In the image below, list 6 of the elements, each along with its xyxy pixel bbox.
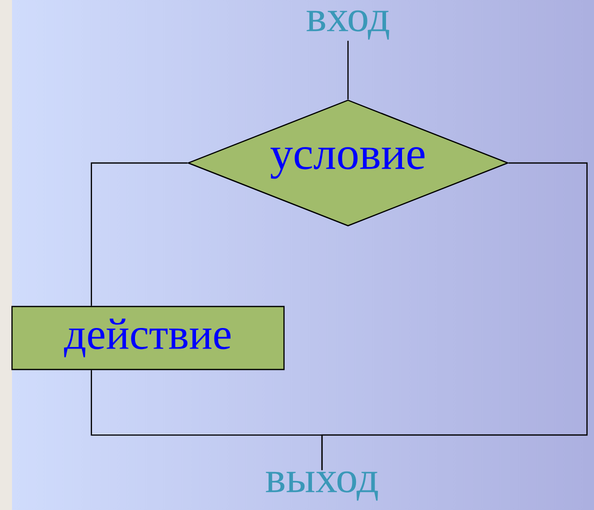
connector-line <box>90 162 188 306</box>
connector-line <box>347 40 349 100</box>
terminal-label: вход <box>306 10 390 40</box>
terminal-label: выход <box>266 471 378 501</box>
process-box: действие <box>11 306 285 370</box>
connector-line <box>321 162 588 470</box>
